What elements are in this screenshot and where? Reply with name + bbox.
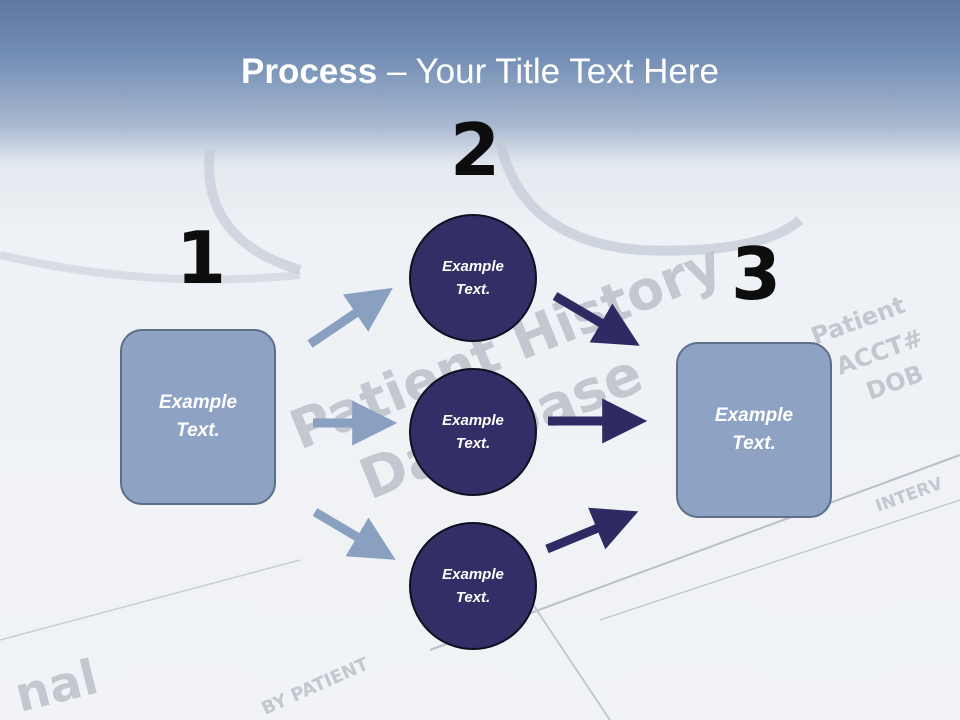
step-2-circle-middle: Example Text. bbox=[409, 368, 537, 496]
arrow-down-right-dark bbox=[552, 292, 640, 346]
arrow-up-right-light bbox=[307, 287, 393, 348]
step-2-circle-top-text: Example Text. bbox=[442, 257, 504, 298]
step-1-text: Example Text. bbox=[158, 391, 238, 442]
step-2-circle-middle-text: Example Text. bbox=[442, 411, 504, 452]
step-number-2: 2 bbox=[450, 108, 501, 192]
step-3-text: Example Text. bbox=[714, 404, 794, 455]
arrow-down-right-light bbox=[312, 508, 396, 560]
arrow-up-right-dark bbox=[545, 507, 639, 554]
title-rest: – Your Title Text Here bbox=[377, 52, 719, 91]
step-2-circle-top: Example Text. bbox=[409, 214, 537, 342]
step-3-box: Example Text. bbox=[676, 342, 832, 518]
page-title: Process – Your Title Text Here bbox=[0, 52, 960, 92]
title-bold: Process bbox=[241, 52, 378, 91]
step-number-3: 3 bbox=[731, 232, 782, 316]
step-2-circle-bottom: Example Text. bbox=[409, 522, 537, 650]
step-number-1: 1 bbox=[176, 216, 227, 300]
step-1-box: Example Text. bbox=[120, 329, 276, 505]
step-2-circle-bottom-text: Example Text. bbox=[442, 565, 504, 606]
